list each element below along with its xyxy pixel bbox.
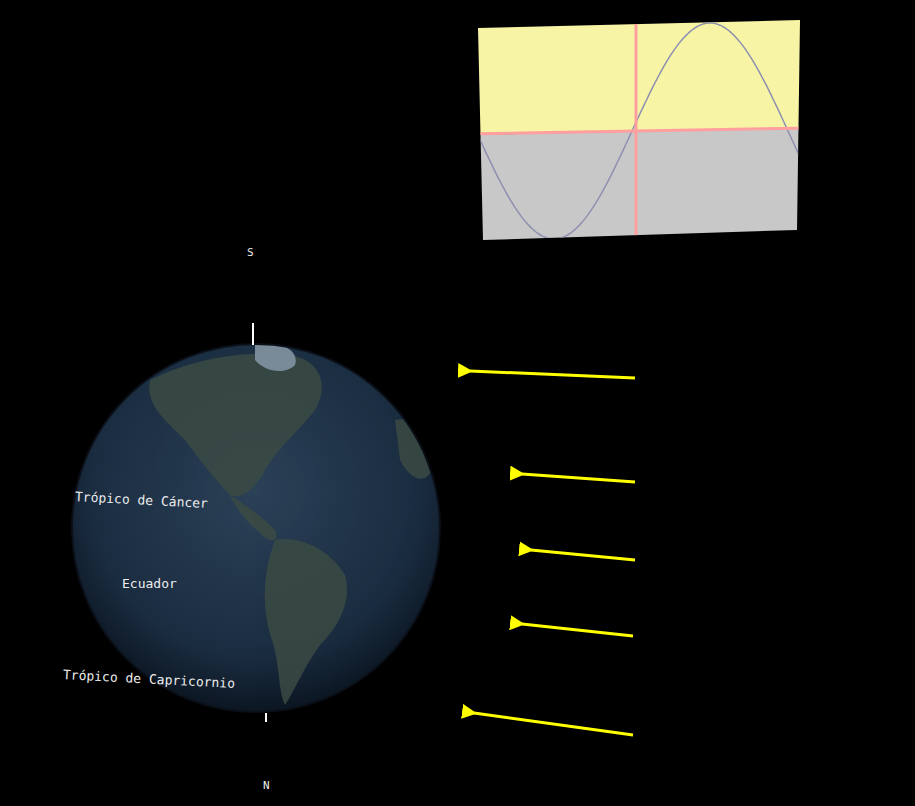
axis-mark [252,323,254,345]
insolation-chart [470,10,810,250]
pole-label: S [247,246,254,259]
sun-rays [470,371,635,735]
continents [149,344,432,705]
latitude-label: Trópico de Capricornio [63,667,236,692]
latitude-label: Ecuador [122,576,177,592]
earth-globe [72,344,440,712]
axis-mark [265,713,267,722]
latitude-label: Trópico de Cáncer [75,489,209,512]
pole-label: N [263,779,270,792]
